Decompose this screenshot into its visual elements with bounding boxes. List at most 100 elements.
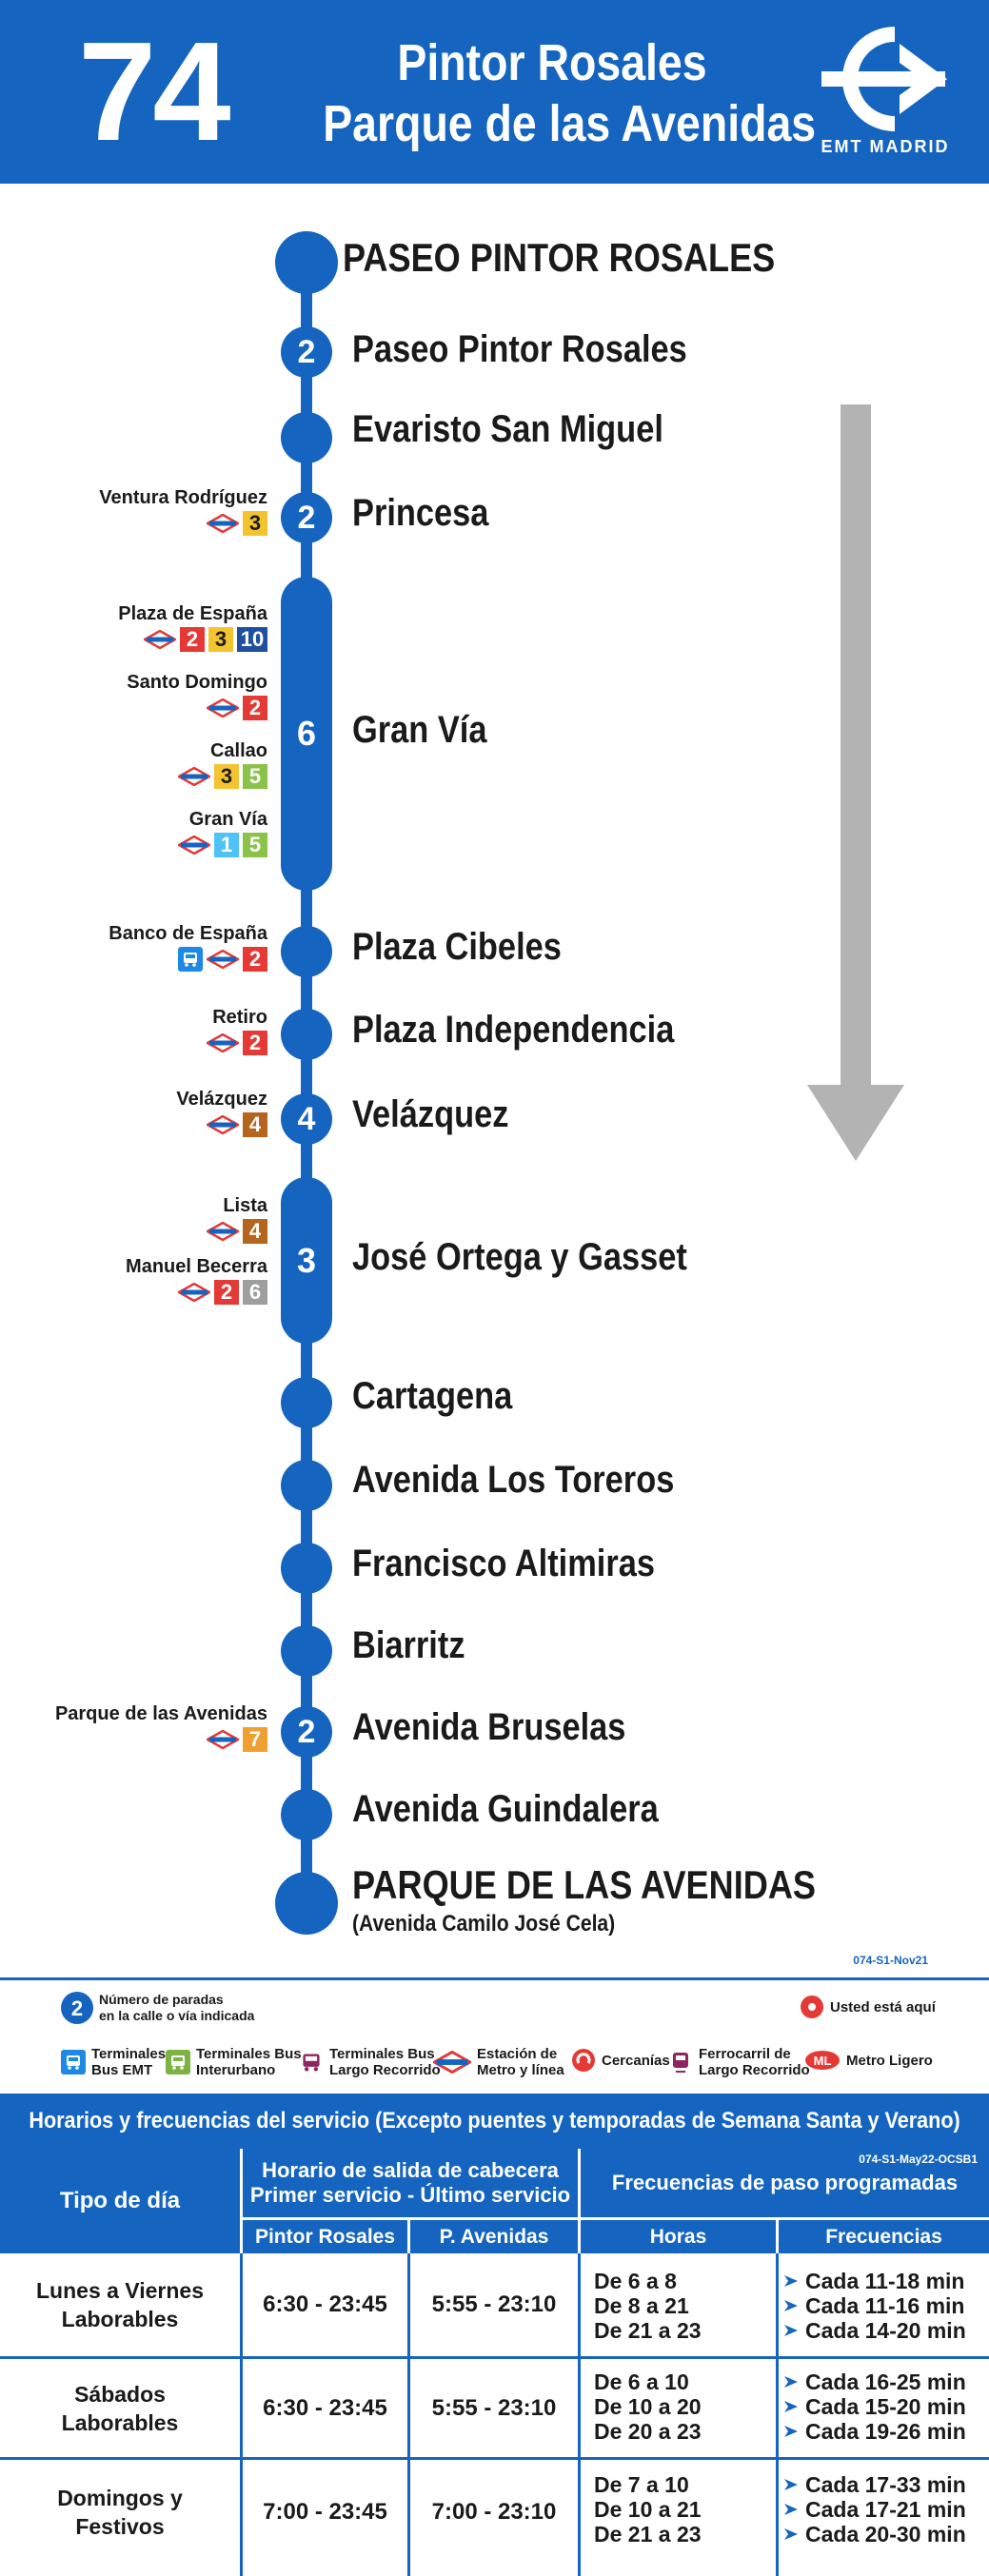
- sub-freqs-header: Frecuencias: [779, 2220, 989, 2253]
- metro-line-badge: 5: [243, 833, 267, 857]
- legend-label: Metro Ligero: [846, 2052, 933, 2069]
- frequency-value: Cada 19-26 min: [805, 2419, 966, 2444]
- metro-icon: [207, 698, 239, 718]
- stop-dot: [281, 1625, 332, 1677]
- hour-range: De 10 a 20: [594, 2394, 702, 2419]
- hour-range: De 8 a 21: [594, 2293, 689, 2318]
- chevron-right-icon: [784, 2401, 798, 2412]
- logo-text: EMT MADRID: [821, 137, 950, 156]
- bus-emt-icon: [61, 2050, 86, 2075]
- grid-line: [0, 2356, 989, 2359]
- grid-line: [407, 2253, 410, 2576]
- bus-interurbano-icon: [166, 2050, 190, 2075]
- hour-range: De 21 a 23: [594, 2522, 702, 2547]
- connection-name: Retiro: [212, 1007, 267, 1028]
- metro-line-badge: 3: [208, 627, 233, 652]
- stop-name: Gran Vía: [352, 709, 487, 751]
- you-are-here-icon: [801, 1996, 823, 2018]
- connection-name: Ventura Rodríguez: [99, 487, 267, 508]
- metro-line-badge: 4: [243, 1112, 267, 1137]
- stop-name: Velázquez: [352, 1093, 509, 1135]
- metro-icon: [178, 767, 210, 786]
- sub-pavenidas-header: P. Avenidas: [410, 2220, 578, 2253]
- stop-dot: [281, 1543, 332, 1594]
- grid-line: [240, 2253, 243, 2576]
- frequency-value: Cada 15-20 min: [805, 2394, 966, 2419]
- sub-pintor-header: Pintor Rosales: [243, 2220, 407, 2253]
- grid-line: [0, 2457, 989, 2460]
- metro-icon: [207, 514, 239, 533]
- connection-manuel-becerra: Manuel Becerra 2 6: [126, 1255, 267, 1305]
- connection-parque-avenidas: Parque de las Avenidas 7: [55, 1702, 267, 1752]
- grid-line: [578, 2253, 581, 2576]
- route-title: Pintor Rosales Parque de las Avenidas: [286, 32, 819, 154]
- connection-name: Santo Domingo: [127, 672, 267, 693]
- metro-icon: [144, 630, 176, 649]
- connection-name: Plaza de España: [118, 603, 267, 624]
- metro-ligero-icon: ML: [805, 2051, 840, 2070]
- chevron-right-icon: [784, 2504, 798, 2515]
- table-row-freqs: Cada 11-18 min Cada 11-16 min Cada 14-20…: [784, 2269, 966, 2343]
- legend-ferrocarril: Ferrocarril de Largo Recorrido: [668, 2046, 810, 2078]
- metro-icon: [207, 1033, 239, 1052]
- metro-icon: [433, 2051, 471, 2074]
- chevron-right-icon: [784, 2325, 798, 2336]
- header: 74 Pintor Rosales Parque de las Avenidas…: [0, 0, 989, 184]
- stop-name: Plaza Independencia: [352, 1009, 675, 1051]
- metro-line-badge: 2: [180, 627, 205, 652]
- col-day-header: Tipo de día: [0, 2149, 240, 2253]
- end-terminal-name: PARQUE DE LAS AVENIDAS: [352, 1862, 817, 1907]
- connection-name: Velázquez: [176, 1089, 267, 1110]
- metro-line-badge: 2: [214, 1280, 239, 1305]
- metro-icon: [207, 1730, 239, 1749]
- svg-text:ML: ML: [814, 2054, 832, 2068]
- title-line-1: Pintor Rosales: [397, 34, 707, 91]
- stop-name: Paseo Pintor Rosales: [352, 328, 687, 370]
- metro-line-badge: 6: [243, 1280, 267, 1305]
- connection-name: Lista: [223, 1195, 267, 1216]
- stop-pill: 6: [281, 577, 332, 891]
- day-line-1: Domingos y: [57, 2486, 183, 2510]
- end-terminal-dot: [275, 1872, 338, 1935]
- connection-gran-via: Gran Vía 1 5: [178, 808, 267, 857]
- metro-line-badge: 3: [214, 764, 239, 789]
- hour-range: De 7 a 10: [594, 2472, 689, 2497]
- frequency-value: Cada 20-30 min: [805, 2522, 966, 2547]
- stop-name: Avenida Guindalera: [352, 1788, 659, 1830]
- table-row-day: Domingos y Festivos: [0, 2460, 240, 2565]
- metro-line-badge: 2: [243, 1031, 267, 1055]
- legend-you-are-here: Usted está aquí: [800, 1995, 936, 2019]
- stop-name: José Ortega y Gasset: [352, 1236, 687, 1278]
- end-terminal-subtitle: (Avenida Camilo José Cela): [352, 1911, 616, 1937]
- cercanias-icon: [572, 2049, 595, 2072]
- day-line-2: Festivos: [75, 2514, 165, 2539]
- table-row-pintor: 6:30 - 23:45: [263, 2291, 387, 2317]
- connection-name: Gran Vía: [188, 809, 267, 830]
- connection-santo-domingo: Santo Domingo 2: [127, 671, 267, 720]
- hour-range: De 10 a 21: [594, 2497, 702, 2522]
- stop-dot: 2: [281, 492, 332, 543]
- hour-range: De 21 a 23: [594, 2318, 702, 2343]
- metro-line-badge: 5: [243, 764, 267, 789]
- stop-name: Evaristo San Miguel: [352, 408, 663, 450]
- day-line-2: Laborables: [61, 2409, 179, 2435]
- table-row-freqs: Cada 16-25 min Cada 15-20 min Cada 19-26…: [784, 2370, 966, 2444]
- connection-banco-espana: Banco de España 2: [109, 922, 267, 972]
- legend-stop-count: 2 Número de paradas en la calle o vía in…: [61, 1992, 254, 2024]
- stop-name: Cartagena: [352, 1375, 513, 1417]
- table-row-pintor: 6:30 - 23:45: [263, 2394, 387, 2421]
- legend-label: Terminales Bus Interurbano: [196, 2046, 302, 2078]
- connection-name: Banco de España: [109, 923, 267, 944]
- hour-range: De 6 a 8: [594, 2269, 677, 2293]
- legend-largo-recorrido: Terminales Bus Largo Recorrido: [299, 2046, 441, 2078]
- metro-icon: [178, 1283, 210, 1302]
- stop-count-badge: 2: [61, 1992, 93, 2024]
- stop-dot: 2: [281, 1706, 332, 1758]
- bus-largo-icon: [299, 2050, 324, 2075]
- legend-cercanias: Cercanías: [571, 2048, 670, 2073]
- metro-line-badge: 7: [243, 1727, 267, 1752]
- connection-retiro: Retiro 2: [207, 1006, 267, 1055]
- stop-name: Avenida Los Toreros: [352, 1459, 675, 1501]
- metro-line-badge: 1: [214, 833, 239, 857]
- legend-bus-emt: Terminales Bus EMT: [61, 2046, 166, 2078]
